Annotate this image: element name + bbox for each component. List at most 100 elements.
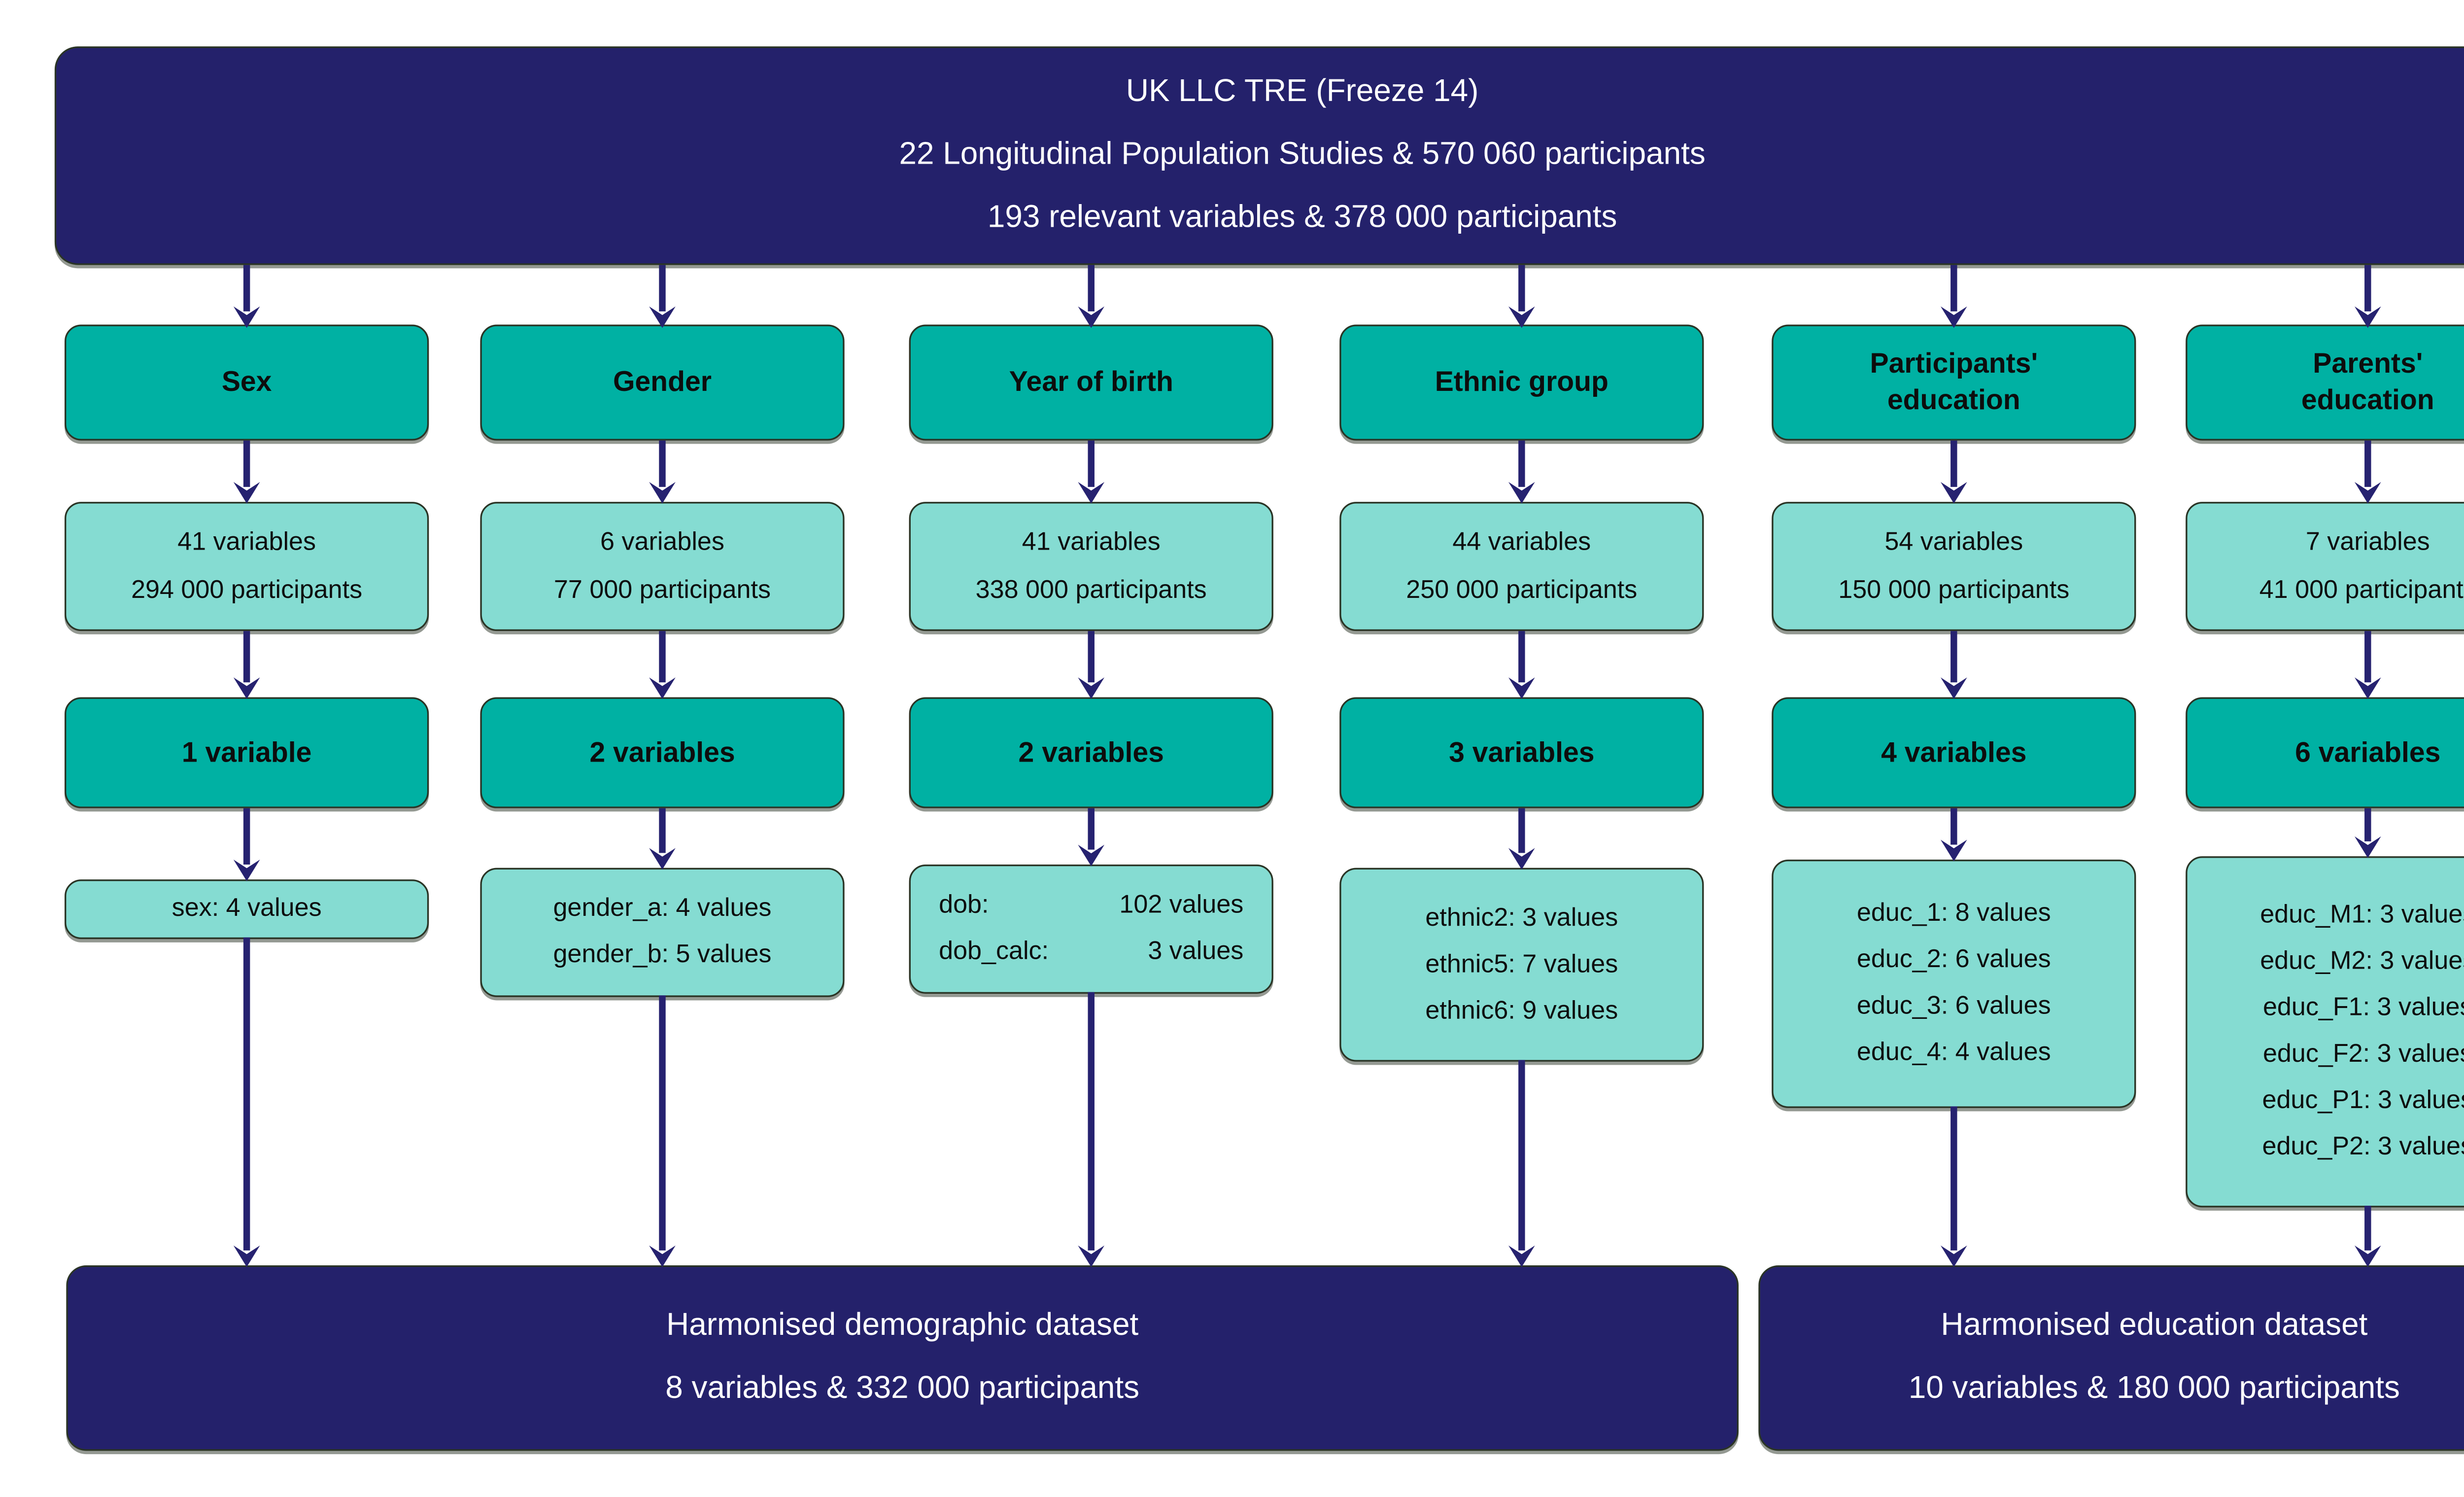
down-arrow-icon xyxy=(234,937,260,1267)
values-box-sex: sex: 4 values xyxy=(65,879,429,940)
value-line: ethnic2: 3 values xyxy=(1425,903,1618,932)
value-line: ethnic5: 7 values xyxy=(1425,949,1618,978)
down-arrow-icon xyxy=(649,631,676,699)
output-stats: 10 variables & 180 000 participants xyxy=(1908,1371,2400,1406)
category-box-year-of-birth: Year of birth xyxy=(909,324,1273,441)
category-title: Parents' xyxy=(2313,348,2423,380)
harmonised-count-box-sex: 1 variable xyxy=(65,697,429,808)
value-line: educ_P2: 3 values xyxy=(2262,1133,2464,1161)
stat-participants: 250 000 participants xyxy=(1406,576,1638,605)
stat-participants: 294 000 participants xyxy=(131,576,363,605)
down-arrow-icon xyxy=(1508,1060,1535,1267)
category-title: Year of birth xyxy=(1009,366,1173,398)
harmonised-count-box-parents-education: 6 variables xyxy=(2186,697,2464,808)
stat-variables: 41 variables xyxy=(177,528,316,557)
source-studies: 22 Longitudinal Population Studies & 570… xyxy=(899,137,1706,173)
source-dataset-box: UK LLC TRE (Freeze 14) 22 Longitudinal P… xyxy=(54,46,2464,265)
harmonised-count: 6 variables xyxy=(2295,736,2441,768)
variable-name: dob_calc: xyxy=(939,937,1049,966)
values-box-ethnic-group: ethnic2: 3 values ethnic5: 7 values ethn… xyxy=(1339,868,1704,1062)
stats-box-participants-education: 54 variables 150 000 participants xyxy=(1772,502,2136,631)
harmonised-count: 3 variables xyxy=(1449,736,1595,768)
down-arrow-icon xyxy=(1941,808,1967,862)
harmonised-count: 2 variables xyxy=(1018,736,1164,768)
value-line: sex: 4 values xyxy=(171,894,322,923)
value-line: educ_F1: 3 values xyxy=(2262,993,2464,1022)
down-arrow-icon xyxy=(1078,808,1104,867)
down-arrow-icon xyxy=(1078,631,1104,699)
value-line: educ_M2: 3 values xyxy=(2260,947,2464,976)
harmonised-count-box-gender: 2 variables xyxy=(480,697,845,808)
source-relevant-variables: 193 relevant variables & 378 000 partici… xyxy=(987,200,1617,236)
down-arrow-icon xyxy=(234,265,260,328)
down-arrow-icon xyxy=(1941,440,1967,504)
down-arrow-icon xyxy=(234,440,260,504)
harmonised-count-box-year-of-birth: 2 variables xyxy=(909,697,1273,808)
down-arrow-icon xyxy=(2355,631,2381,699)
down-arrow-icon xyxy=(2355,1206,2381,1267)
down-arrow-icon xyxy=(1508,631,1535,699)
stat-variables: 6 variables xyxy=(600,528,724,557)
source-title: UK LLC TRE (Freeze 14) xyxy=(1126,74,1479,109)
down-arrow-icon xyxy=(1941,631,1967,699)
category-title: education xyxy=(2301,384,2434,416)
stat-variables: 44 variables xyxy=(1452,528,1591,557)
value-line: educ_M1: 3 values xyxy=(2260,901,2464,929)
stat-variables: 41 variables xyxy=(1022,528,1161,557)
down-arrow-icon xyxy=(649,265,676,328)
stat-participants: 41 000 participants xyxy=(2259,576,2464,605)
down-arrow-icon xyxy=(1078,265,1104,328)
category-title: education xyxy=(1887,384,2020,416)
down-arrow-icon xyxy=(649,995,676,1267)
value-line: educ_F2: 3 values xyxy=(2262,1040,2464,1069)
down-arrow-icon xyxy=(234,808,260,881)
values-box-participants-education: educ_1: 8 values educ_2: 6 values educ_3… xyxy=(1772,859,2136,1108)
down-arrow-icon xyxy=(1941,265,1967,328)
category-box-parents-education: Parents' education xyxy=(2186,324,2464,441)
variable-count: 3 values xyxy=(1148,937,1244,966)
harmonised-count: 4 variables xyxy=(1881,736,2027,768)
category-title: Ethnic group xyxy=(1435,366,1608,398)
stats-box-ethnic-group: 44 variables 250 000 participants xyxy=(1339,502,1704,631)
category-box-sex: Sex xyxy=(65,324,429,441)
value-line: educ_P1: 3 values xyxy=(2262,1086,2464,1115)
value-line: gender_a: 4 values xyxy=(553,894,772,923)
category-box-gender: Gender xyxy=(480,324,845,441)
down-arrow-icon xyxy=(649,440,676,504)
category-box-ethnic-group: Ethnic group xyxy=(1339,324,1704,441)
down-arrow-icon xyxy=(649,808,676,870)
stats-box-gender: 6 variables 77 000 participants xyxy=(480,502,845,631)
values-box-gender: gender_a: 4 values gender_b: 5 values xyxy=(480,868,845,997)
value-line: dob: 102 values xyxy=(939,883,1243,929)
output-box-demographic: Harmonised demographic dataset 8 variabl… xyxy=(66,1265,1739,1451)
output-box-education: Harmonised education dataset 10 variable… xyxy=(1758,1265,2464,1451)
value-line: dob_calc: 3 values xyxy=(939,929,1243,975)
values-box-year-of-birth: dob: 102 values dob_calc: 3 values xyxy=(909,864,1273,994)
output-stats: 8 variables & 332 000 participants xyxy=(665,1371,1140,1406)
stat-variables: 54 variables xyxy=(1884,528,2023,557)
stat-participants: 150 000 participants xyxy=(1838,576,2070,605)
down-arrow-icon xyxy=(1078,992,1104,1267)
stats-box-parents-education: 7 variables 41 000 participants xyxy=(2186,502,2464,631)
down-arrow-icon xyxy=(1078,440,1104,504)
harmonised-count-box-participants-education: 4 variables xyxy=(1772,697,2136,808)
stat-participants: 338 000 participants xyxy=(975,576,1207,605)
down-arrow-icon xyxy=(2355,265,2381,328)
category-box-participants-education: Participants' education xyxy=(1772,324,2136,441)
down-arrow-icon xyxy=(1508,808,1535,870)
harmonised-count: 2 variables xyxy=(589,736,735,768)
down-arrow-icon xyxy=(234,631,260,699)
harmonised-count-box-ethnic-group: 3 variables xyxy=(1339,697,1704,808)
stats-box-sex: 41 variables 294 000 participants xyxy=(65,502,429,631)
value-line: educ_2: 6 values xyxy=(1856,945,2051,974)
variable-count: 102 values xyxy=(1119,891,1244,919)
stat-variables: 7 variables xyxy=(2305,528,2430,557)
value-line: educ_1: 8 values xyxy=(1856,899,2051,928)
down-arrow-icon xyxy=(2355,808,2381,858)
down-arrow-icon xyxy=(1508,440,1535,504)
output-title: Harmonised education dataset xyxy=(1941,1308,2368,1343)
category-title: Sex xyxy=(221,366,272,398)
category-title: Gender xyxy=(613,366,712,398)
value-line: educ_4: 4 values xyxy=(1856,1038,2051,1067)
